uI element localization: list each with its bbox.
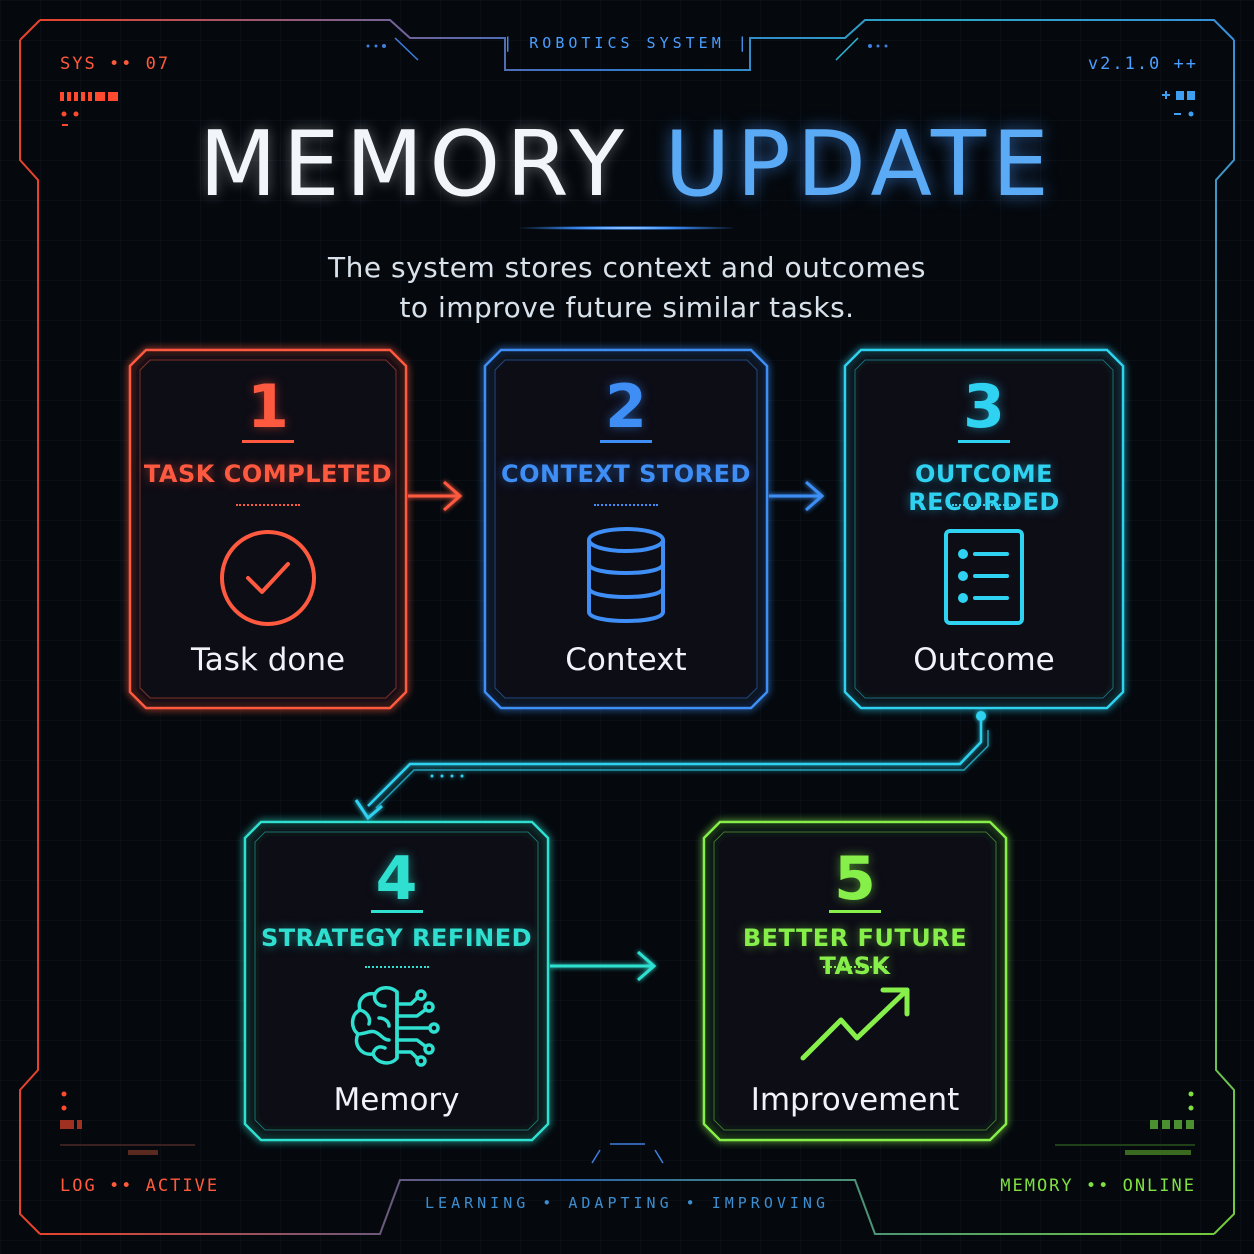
step-card-5: 5 BETTER FUTURE TASK Improvement <box>704 822 1006 1140</box>
decor-bottom-center <box>591 1143 664 1164</box>
step-card-2: 2 CONTEXT STORED Context <box>485 350 767 708</box>
check-circle-icon <box>216 526 320 634</box>
memory-status-label: MEMORY •• ONLINE <box>1000 1176 1196 1196</box>
subtitle: The system stores context and outcomes t… <box>0 248 1254 328</box>
card-inner-border-2 <box>494 359 758 699</box>
decor-top-left <box>60 92 118 126</box>
subtitle-line-1: The system stores context and outcomes <box>328 251 926 284</box>
list-document-icon <box>943 528 1025 630</box>
header-tag: | ROBOTICS SYSTEM | <box>503 34 751 52</box>
step-number: 5 <box>834 844 876 914</box>
step-caption: Improvement <box>750 1082 960 1118</box>
card-border-5 <box>702 820 1008 1142</box>
step-label: BETTER FUTURE TASK <box>742 924 968 980</box>
step-divider <box>823 966 887 968</box>
title-part-1: MEMORY <box>199 112 630 217</box>
connector-3-4 <box>354 711 989 821</box>
trend-up-icon <box>795 984 915 1068</box>
step-label: CONTEXT STORED <box>501 460 751 488</box>
page-title: MEMORY UPDATE <box>0 112 1254 217</box>
version-label: v2.1.0 ++ <box>1087 54 1198 74</box>
step-number: 3 <box>963 372 1005 442</box>
log-status-label: LOG •• ACTIVE <box>60 1176 220 1196</box>
step-number: 2 <box>605 372 647 442</box>
footer-tag: LEARNING • ADAPTING • IMPROVING <box>425 1194 829 1212</box>
card-borders <box>128 348 1125 1142</box>
decor-top-dots <box>366 37 888 61</box>
card-inner-border-4 <box>254 831 539 1131</box>
card-border-1 <box>128 348 408 710</box>
title-part-2: UPDATE <box>664 112 1055 217</box>
subtitle-line-2: to improve future similar tasks. <box>399 291 855 324</box>
connector-1-2 <box>408 480 463 512</box>
step-caption: Context <box>565 642 687 678</box>
connector-4-5 <box>550 950 657 982</box>
step-label: OUTCOME RECORDED <box>908 460 1060 516</box>
step-number: 4 <box>375 844 418 914</box>
outer-frame <box>19 19 1235 1235</box>
card-inner-border-5 <box>713 831 997 1131</box>
step-card-1: 1 TASK COMPLETED Task done <box>130 350 406 708</box>
decor-bottom-right <box>1055 1091 1195 1155</box>
step-number: 1 <box>247 372 289 442</box>
step-divider <box>952 504 1016 506</box>
step-number-underline <box>829 910 881 913</box>
step-number-underline <box>600 440 652 443</box>
step-number-underline <box>370 910 423 913</box>
step-divider <box>236 504 300 506</box>
step-card-3: 3 OUTCOME RECORDED Outcome <box>845 350 1123 708</box>
decor-bottom-left <box>60 1091 195 1155</box>
decor-top-right <box>1162 91 1195 117</box>
title-underline-glow <box>520 226 734 230</box>
step-divider <box>594 504 658 506</box>
step-divider <box>364 966 429 968</box>
step-caption: Task done <box>190 642 346 678</box>
step-card-4: 4 STRATEGY REFINED Memory <box>245 822 548 1140</box>
connector-2-3 <box>769 480 825 512</box>
step-label: STRATEGY REFINED <box>260 924 533 952</box>
database-icon <box>584 526 668 630</box>
step-number-underline <box>958 440 1010 443</box>
step-caption: Outcome <box>913 642 1055 678</box>
step-number-underline <box>242 440 294 443</box>
step-caption: Memory <box>333 1082 460 1118</box>
brain-circuit-icon <box>345 982 449 1078</box>
card-inner-border-1 <box>139 359 397 699</box>
sys-label: SYS •• 07 <box>60 54 171 74</box>
step-label: TASK COMPLETED <box>143 460 393 488</box>
card-inner-border-3 <box>854 359 1114 699</box>
card-border-4 <box>243 820 550 1142</box>
